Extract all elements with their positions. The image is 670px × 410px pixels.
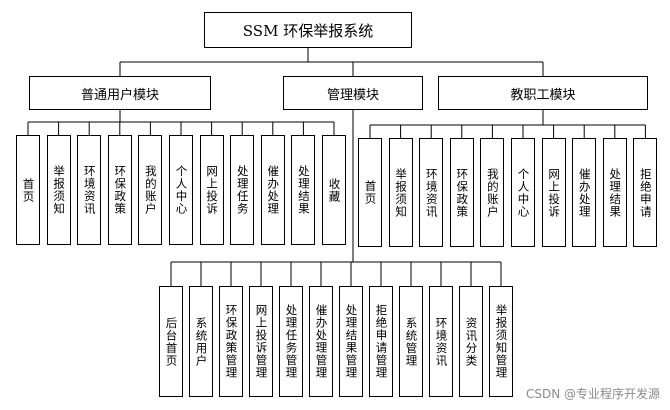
leaf-node-user: 催办处理 bbox=[260, 135, 285, 245]
leaf-node-staff: 网上投诉 bbox=[541, 138, 566, 247]
leaf-label: 收藏 bbox=[327, 177, 342, 203]
leaf-node-admin: 环保政策管理 bbox=[219, 286, 243, 397]
leaf-node-staff: 催办处理 bbox=[572, 138, 597, 247]
leaf-node-admin: 举报须知管理 bbox=[489, 286, 513, 397]
leaf-label: 环保政策 bbox=[113, 165, 128, 215]
leaf-node-admin: 后台首页 bbox=[159, 286, 183, 397]
leaf-node-staff: 环保政策 bbox=[449, 138, 474, 247]
leaf-node-staff: 拒绝申请 bbox=[633, 138, 658, 247]
leaf-label: 环保政策管理 bbox=[224, 304, 239, 379]
leaf-node-admin: 催办处理管理 bbox=[309, 286, 333, 397]
leaf-label: 环境资讯 bbox=[82, 165, 97, 215]
leaf-label: 环境资讯 bbox=[434, 316, 449, 367]
leaf-node-admin: 资讯分类 bbox=[459, 286, 483, 397]
leaf-node-user: 网上投诉 bbox=[199, 135, 224, 245]
root-node: SSM 环保举报系统 bbox=[204, 12, 412, 48]
leaf-label: 处理任务管理 bbox=[284, 304, 299, 379]
leaf-label: 催办处理 bbox=[266, 165, 281, 215]
leaf-label: 举报须知 bbox=[394, 167, 409, 218]
leaf-label: 环保政策 bbox=[455, 167, 470, 218]
leaf-label: 催办处理管理 bbox=[314, 304, 329, 379]
leaf-label: 首页 bbox=[21, 177, 36, 203]
leaf-node-admin: 环境资讯 bbox=[429, 286, 453, 397]
leaf-label: 催办处理 bbox=[577, 167, 592, 218]
leaf-label: 举报须知管理 bbox=[494, 304, 509, 379]
leaf-label: 系统用户 bbox=[194, 316, 209, 367]
leaf-label: 个人中心 bbox=[516, 167, 531, 218]
leaf-node-user: 我的账户 bbox=[138, 135, 163, 245]
leaf-node-staff: 个人中心 bbox=[511, 138, 535, 247]
leaf-node-user: 举报须知 bbox=[46, 135, 71, 245]
leaf-node-user: 环保政策 bbox=[107, 135, 132, 245]
leaf-node-admin: 网上投诉管理 bbox=[249, 286, 273, 397]
leaf-label: 处理结果管理 bbox=[344, 304, 359, 379]
leaf-label: 网上投诉 bbox=[547, 167, 562, 218]
leaf-node-admin: 拒绝申请管理 bbox=[369, 286, 393, 397]
leaf-node-user: 首页 bbox=[16, 135, 40, 245]
leaf-node-admin: 系统管理 bbox=[399, 286, 423, 397]
leaf-label: 个人中心 bbox=[174, 165, 189, 215]
leaf-label: 后台首页 bbox=[164, 316, 179, 367]
leaf-label: 首页 bbox=[363, 180, 378, 205]
leaf-label: 拒绝申请管理 bbox=[374, 304, 389, 379]
leaf-label: 拒绝申请 bbox=[638, 167, 653, 218]
leaf-node-user: 处理结果 bbox=[291, 135, 316, 245]
leaf-label: 系统管理 bbox=[404, 316, 419, 367]
leaf-label: 网上投诉管理 bbox=[254, 304, 269, 379]
leaf-node-user: 收藏 bbox=[322, 135, 346, 245]
module-admin: 管理模块 bbox=[283, 76, 423, 110]
leaf-node-user: 环境资讯 bbox=[77, 135, 102, 245]
leaf-label: 网上投诉 bbox=[205, 165, 220, 215]
leaf-label: 我的账户 bbox=[143, 165, 158, 215]
leaf-node-user: 处理任务 bbox=[230, 135, 255, 245]
module-user: 普通用户模块 bbox=[29, 76, 211, 110]
module-staff: 教职工模块 bbox=[438, 76, 648, 110]
leaf-node-admin: 处理结果管理 bbox=[339, 286, 363, 397]
leaf-node-staff: 首页 bbox=[358, 138, 382, 247]
leaf-node-staff: 环境资讯 bbox=[419, 138, 444, 247]
leaf-node-staff: 处理结果 bbox=[602, 138, 627, 247]
leaf-node-admin: 处理任务管理 bbox=[279, 286, 303, 397]
leaf-node-staff: 我的账户 bbox=[480, 138, 505, 247]
leaf-node-staff: 举报须知 bbox=[388, 138, 413, 247]
leaf-node-user: 个人中心 bbox=[169, 135, 193, 245]
leaf-label: 我的账户 bbox=[485, 167, 500, 218]
leaf-label: 环境资讯 bbox=[424, 167, 439, 218]
leaf-label: 处理结果 bbox=[296, 165, 311, 215]
watermark: CSDN @专业程序开发源 bbox=[525, 387, 660, 401]
leaf-label: 处理任务 bbox=[235, 165, 250, 215]
leaf-node-admin: 系统用户 bbox=[189, 286, 213, 397]
leaf-label: 举报须知 bbox=[52, 165, 67, 215]
leaf-label: 资讯分类 bbox=[464, 316, 479, 367]
leaf-label: 处理结果 bbox=[608, 167, 623, 218]
